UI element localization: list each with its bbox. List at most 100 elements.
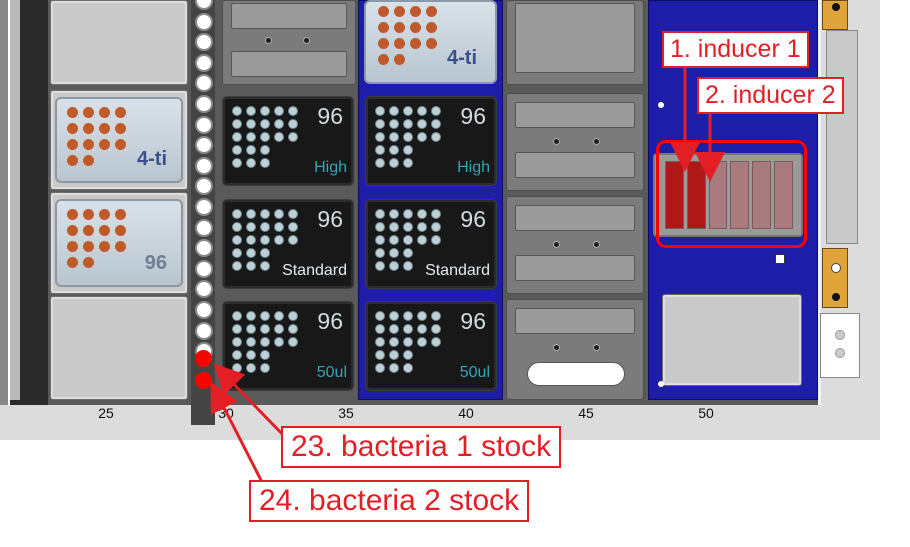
plate-well-icon xyxy=(67,139,78,150)
tip-icon xyxy=(232,324,242,334)
tip-icon xyxy=(260,324,270,334)
tip-icon xyxy=(431,106,441,116)
trough-lane-icon[interactable] xyxy=(774,161,793,229)
tip-icon xyxy=(403,158,413,168)
tube-ring-icon[interactable] xyxy=(195,177,213,196)
tip-icon xyxy=(288,324,298,334)
tip-icon xyxy=(403,248,413,258)
tip-icon xyxy=(375,248,385,258)
tip-icon xyxy=(274,311,284,321)
tube-ring-icon[interactable] xyxy=(195,53,213,72)
tip-icon xyxy=(260,235,270,245)
tube-ring-icon[interactable] xyxy=(195,218,213,237)
tip-icon xyxy=(274,337,284,347)
tip-icon xyxy=(246,119,256,129)
tube-ring-icon[interactable] xyxy=(195,74,213,93)
carrier-slot[interactable] xyxy=(50,0,188,85)
tube-ring-icon[interactable] xyxy=(195,0,213,10)
tip-icon xyxy=(260,119,270,129)
plate-well-icon xyxy=(99,123,110,134)
tip-icon xyxy=(232,222,242,232)
tube-ring-icon[interactable] xyxy=(195,239,213,258)
plate-96[interactable]: 96 xyxy=(55,199,183,287)
tube-ring-icon[interactable] xyxy=(195,33,213,52)
tip-grid xyxy=(375,106,442,168)
tip-icon xyxy=(375,311,385,321)
carrier-slot[interactable] xyxy=(506,0,644,85)
trough-lane-icon[interactable] xyxy=(730,161,750,229)
tip-icon xyxy=(375,261,385,271)
trough-lane-icon[interactable] xyxy=(752,161,772,229)
tip-box[interactable]: 96 Standard xyxy=(222,199,354,289)
tip-icon xyxy=(375,119,385,129)
carrier-slot[interactable] xyxy=(506,299,644,400)
tip-icon xyxy=(375,145,385,155)
plate-well-icon xyxy=(378,6,389,17)
tip-icon xyxy=(232,209,242,219)
tip-box[interactable]: 96 Standard xyxy=(365,199,497,289)
tip-icon xyxy=(403,311,413,321)
plate-4ti[interactable]: 4-ti xyxy=(55,97,183,183)
tube-highlight-icon[interactable] xyxy=(195,350,212,367)
plate-4ti[interactable]: 4-ti xyxy=(364,0,497,84)
tip-icon xyxy=(403,145,413,155)
plate-well-icon xyxy=(67,155,78,166)
tube-ring-icon[interactable] xyxy=(195,136,213,155)
tip-icon xyxy=(288,209,298,219)
plate-well-icon xyxy=(115,123,126,134)
tip-icon xyxy=(246,145,256,155)
tip-icon xyxy=(431,119,441,129)
carrier-slot[interactable] xyxy=(662,294,802,386)
tip-box[interactable]: 96 50ul xyxy=(365,301,497,391)
tip-type: 50ul xyxy=(459,364,490,381)
carrier-slot[interactable]: 4-ti xyxy=(50,90,188,190)
tube-ring-icon[interactable] xyxy=(195,12,213,31)
tube-ring-icon[interactable] xyxy=(195,301,213,319)
tip-icon xyxy=(274,119,284,129)
tube-ring-icon[interactable] xyxy=(195,95,213,113)
tip-icon xyxy=(389,235,399,245)
carrier-slot[interactable] xyxy=(222,0,356,85)
tube-holder[interactable] xyxy=(527,362,625,386)
tube-highlight-icon[interactable] xyxy=(195,372,212,389)
carrier-slot[interactable] xyxy=(50,296,188,400)
tip-icon xyxy=(389,158,399,168)
tip-icon xyxy=(431,337,441,347)
tip-icon xyxy=(375,337,385,347)
tip-icon xyxy=(274,222,284,232)
tip-icon xyxy=(288,311,298,321)
tip-icon xyxy=(389,337,399,347)
plate-well-icon xyxy=(115,139,126,150)
carrier-marker xyxy=(775,254,785,264)
tip-icon xyxy=(403,337,413,347)
tip-icon xyxy=(260,363,270,373)
tip-icon xyxy=(375,106,385,116)
tip-icon xyxy=(260,261,270,271)
tip-icon xyxy=(246,209,256,219)
tube-ring-icon[interactable] xyxy=(195,156,213,175)
tip-box[interactable]: 96 High xyxy=(222,96,354,186)
tube-ring-icon[interactable] xyxy=(195,115,213,134)
axis-tick: 40 xyxy=(458,405,474,421)
tip-count: 96 xyxy=(317,206,343,232)
tube-ring-icon[interactable] xyxy=(195,259,213,278)
tip-box[interactable]: 96 High xyxy=(365,96,497,186)
tip-icon xyxy=(403,324,413,334)
tip-box[interactable]: 96 50ul xyxy=(222,301,354,391)
tube-ring-icon[interactable] xyxy=(195,321,213,340)
plate-well-icon xyxy=(394,6,405,17)
carrier-slot[interactable] xyxy=(506,93,644,191)
carrier-pin xyxy=(658,102,664,108)
plate-well-icon xyxy=(99,139,110,150)
tube-ring-icon[interactable] xyxy=(195,198,213,216)
plate-label: 4-ti xyxy=(447,47,477,69)
tip-icon xyxy=(246,337,256,347)
side-rail xyxy=(826,30,858,244)
tube-ring-icon[interactable] xyxy=(195,280,213,299)
plate-well-icon xyxy=(99,241,110,252)
plate-well-icon xyxy=(426,22,437,33)
tip-count: 96 xyxy=(317,103,343,129)
carrier-slot[interactable] xyxy=(506,196,644,294)
carrier-slot[interactable]: 96 xyxy=(50,192,188,294)
